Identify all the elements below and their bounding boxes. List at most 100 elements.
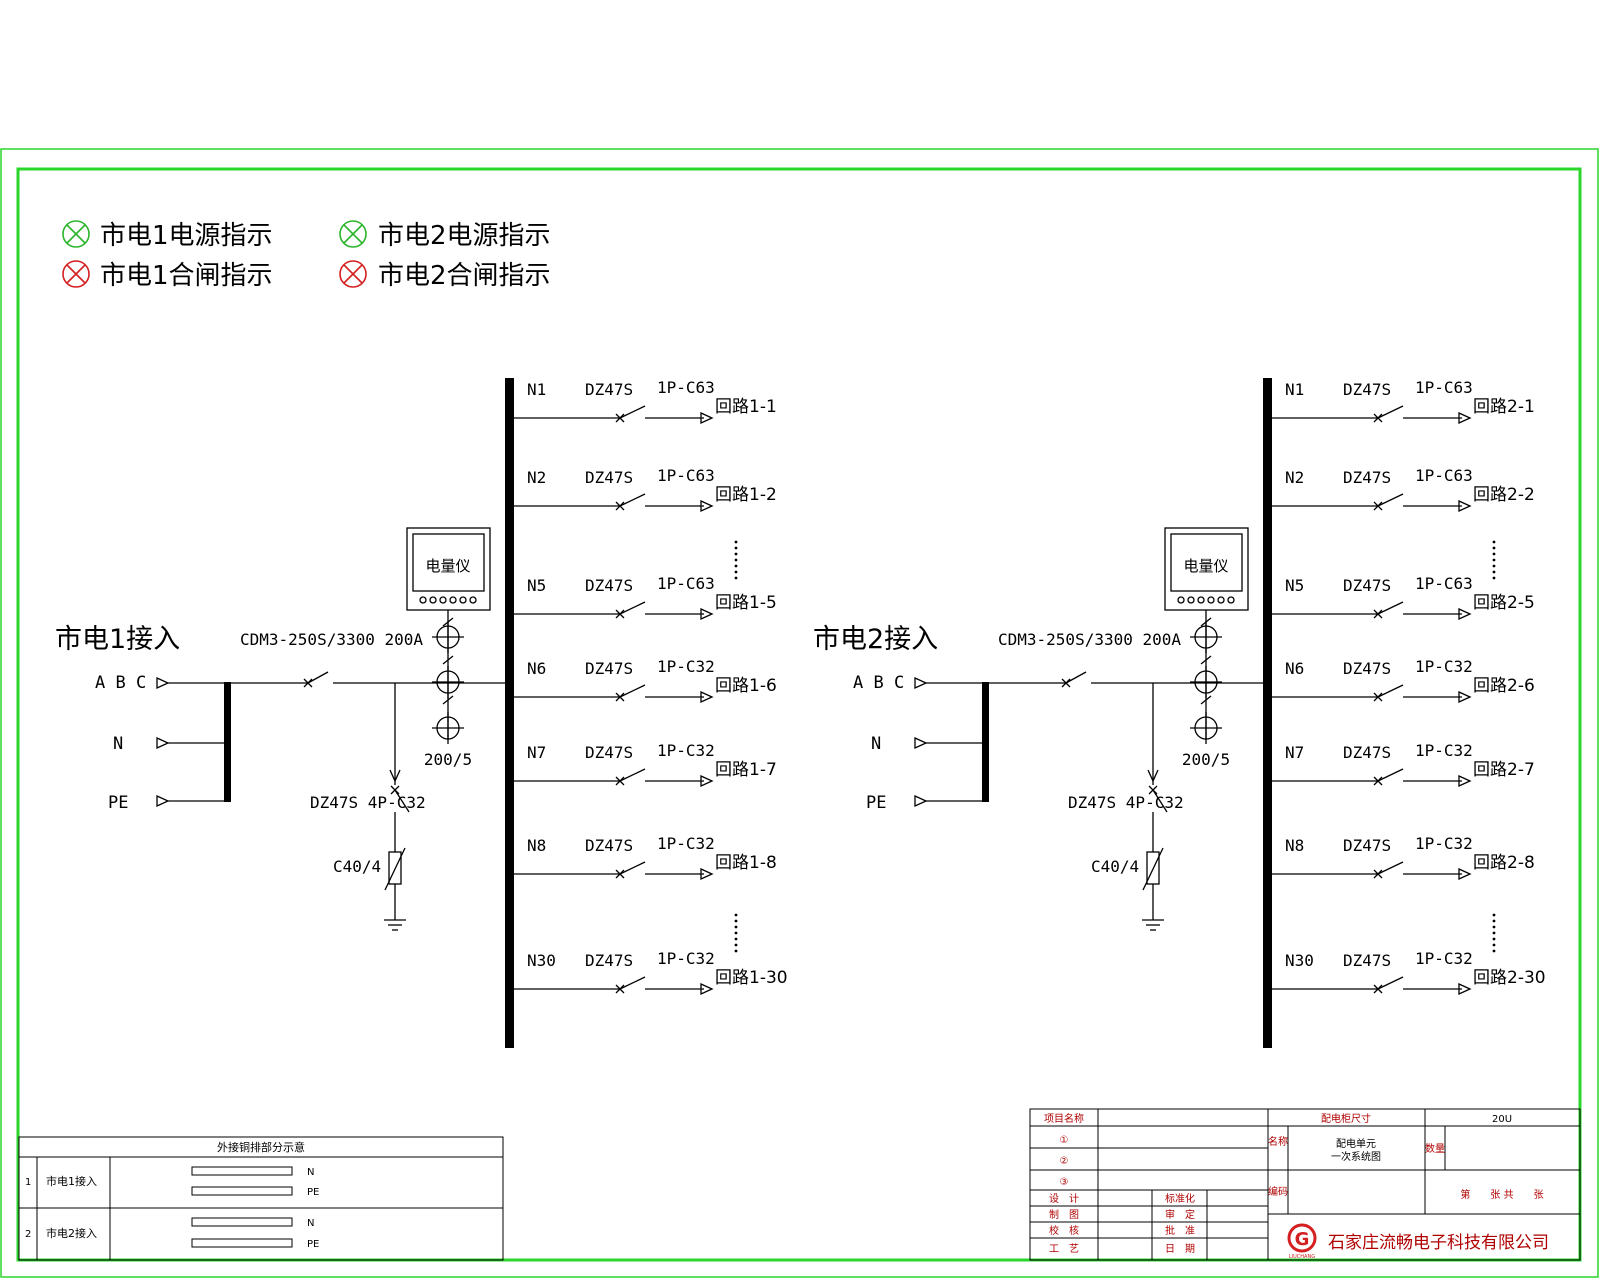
abc-terminal-icon xyxy=(914,676,928,690)
circuit-terminal-icon xyxy=(1458,607,1472,621)
current-transformer-icon xyxy=(1190,712,1222,744)
meter-button-icon xyxy=(1227,596,1235,604)
meter-button-icon xyxy=(1207,596,1215,604)
power-indicator-1: 市电1电源指示 xyxy=(62,220,273,251)
earth-terminal-icon xyxy=(914,794,928,808)
circuit-breaker-blade xyxy=(619,601,646,615)
circuit-breaker-rating: 1P-C63 xyxy=(1415,378,1473,397)
circuit-breaker-model: DZ47S xyxy=(585,468,633,487)
circuit-breaker-rating: 1P-C32 xyxy=(1415,657,1473,676)
legend-close-2: 市电2合闸指示 xyxy=(378,261,551,291)
meter-button-icon xyxy=(439,596,447,604)
circuit-number: N5 xyxy=(527,576,546,595)
circuit-breaker-model: DZ47S xyxy=(585,743,633,762)
main-busbar xyxy=(505,378,514,1048)
project-item-2: ② xyxy=(1060,1156,1069,1167)
busbar-table-title: 外接铜排部分示意 xyxy=(217,1140,305,1154)
red-lamp-icon xyxy=(62,260,90,288)
cabinet-size-label: 配电柜尺寸 xyxy=(1321,1112,1371,1125)
circuit-breaker-model: DZ47S xyxy=(1343,743,1391,762)
circuit-terminal-icon xyxy=(1458,774,1472,788)
cabinet-size-value: 20U xyxy=(1492,1114,1512,1125)
circuit-breaker-model: DZ47S xyxy=(1343,468,1391,487)
circuit-terminal-icon xyxy=(1458,499,1472,513)
meter-button-icon xyxy=(1177,596,1185,604)
spd-breaker-blade xyxy=(1152,789,1168,813)
role-process: 工 艺 xyxy=(1049,1243,1079,1255)
name-label: 名称 xyxy=(1268,1135,1288,1148)
green-lamp-icon xyxy=(339,220,367,248)
busbar-strip xyxy=(191,1217,293,1227)
green-lamp-icon xyxy=(62,220,90,248)
continuation-dots-icon xyxy=(734,913,738,953)
spd-label: C40/4 xyxy=(333,857,381,876)
circuit-number: N30 xyxy=(1285,951,1314,970)
circuit-breaker-blade xyxy=(619,684,646,698)
continuation-dots-icon xyxy=(734,540,738,580)
company-name: 石家庄流畅电子科技有限公司 xyxy=(1328,1233,1549,1253)
circuit-breaker-rating: 1P-C32 xyxy=(1415,949,1473,968)
circuit-breaker-rating: 1P-C63 xyxy=(1415,466,1473,485)
abc-terminal-icon xyxy=(156,676,170,690)
phase-label-abc: A B C xyxy=(853,673,904,693)
ct-slash xyxy=(1200,695,1212,705)
circuit-number: N6 xyxy=(527,659,546,678)
legend-power-1: 市电1电源指示 xyxy=(100,221,273,251)
circuit-breaker-blade xyxy=(619,405,646,419)
circuit-label: 回路2-2 xyxy=(1473,485,1535,505)
circuit-breaker-model: DZ47S xyxy=(1343,836,1391,855)
code-label: 编码 xyxy=(1268,1185,1288,1198)
role-design: 设 计 xyxy=(1049,1192,1079,1205)
circuit-terminal-icon xyxy=(700,607,714,621)
circuit-breaker-rating: 1P-C63 xyxy=(657,466,715,485)
circuit-label: 回路2-5 xyxy=(1473,593,1535,613)
neutral-terminal-icon xyxy=(914,736,928,750)
circuit-breaker-blade xyxy=(1377,405,1404,419)
earth-label: PE xyxy=(108,793,128,813)
role-date: 日 期 xyxy=(1165,1243,1195,1255)
main-breaker-blade xyxy=(307,671,329,684)
spd-breaker-label: DZ47S 4P-C32 xyxy=(310,793,426,812)
meter-button-icon xyxy=(419,596,427,604)
circuit-label: 回路1-6 xyxy=(715,676,777,696)
circuit-breaker-blade xyxy=(619,768,646,782)
circuit-breaker-blade xyxy=(619,493,646,507)
legend-power-2: 市电2电源指示 xyxy=(378,221,551,251)
neutral-terminal-icon xyxy=(156,736,170,750)
circuit-breaker-rating: 1P-C32 xyxy=(657,834,715,853)
logo-ring-icon xyxy=(1287,1223,1317,1253)
ct-slash xyxy=(442,655,454,665)
unit-title: 市电2接入 xyxy=(813,624,938,655)
circuit-breaker-model: DZ47S xyxy=(1343,659,1391,678)
continuation-dots-icon xyxy=(1492,913,1496,953)
circuit-number: N6 xyxy=(1285,659,1304,678)
role-drawing: 制 图 xyxy=(1049,1208,1079,1221)
circuit-breaker-model: DZ47S xyxy=(585,836,633,855)
meter-button-icon xyxy=(449,596,457,604)
circuit-terminal-icon xyxy=(700,867,714,881)
circuit-terminal-icon xyxy=(700,411,714,425)
circuit-label: 回路1-30 xyxy=(715,968,788,988)
neutral-label: N xyxy=(871,734,881,754)
circuit-breaker-blade xyxy=(1377,861,1404,875)
circuit-number: N30 xyxy=(527,951,556,970)
busbar-label: N xyxy=(307,1167,314,1178)
current-transformer-icon xyxy=(1190,621,1222,653)
earth-terminal-icon xyxy=(156,794,170,808)
spd-breaker-blade xyxy=(394,789,410,813)
meter-screen xyxy=(412,533,485,592)
busbar-strip xyxy=(191,1186,293,1196)
circuit-label: 回路2-7 xyxy=(1473,760,1535,780)
circuit-breaker-rating: 1P-C32 xyxy=(657,657,715,676)
circuit-number: N8 xyxy=(1285,836,1304,855)
circuit-label: 回路2-1 xyxy=(1473,397,1535,417)
project-name-label: 项目名称 xyxy=(1044,1112,1084,1125)
circuit-number: N2 xyxy=(527,468,546,487)
